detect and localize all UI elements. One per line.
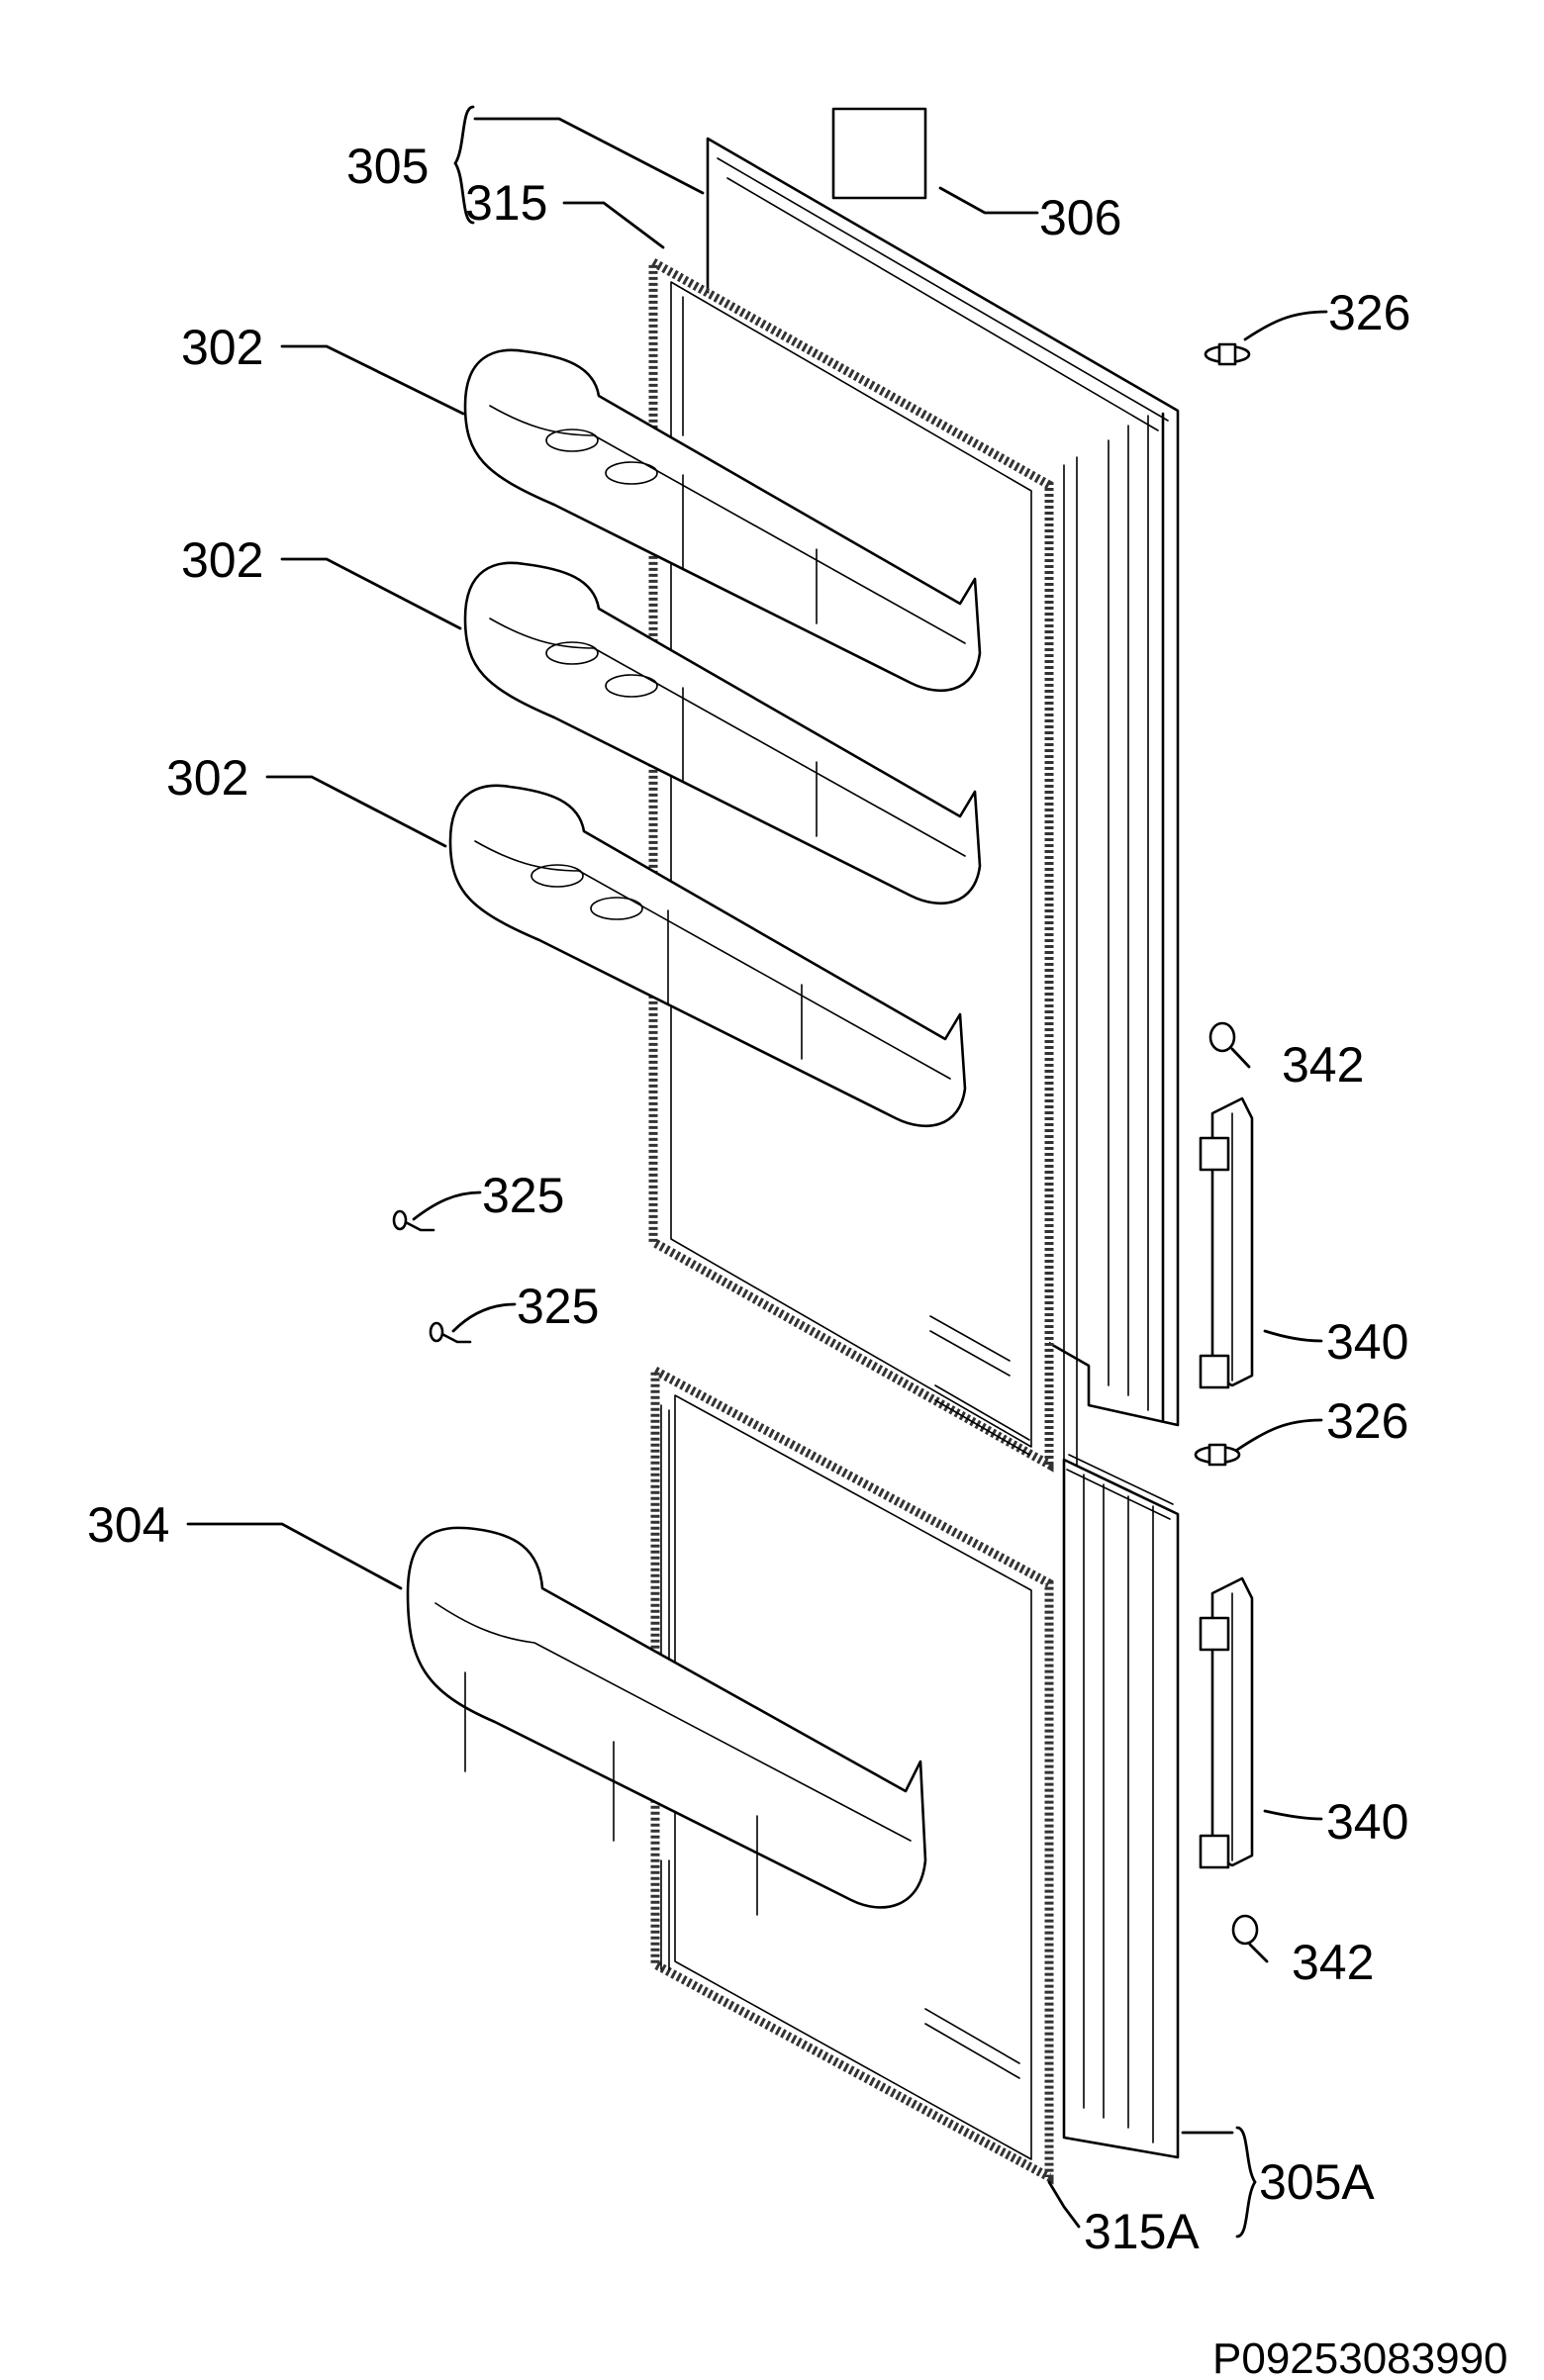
door-shelf-304 <box>406 1526 927 1916</box>
label-plate-306 <box>831 107 927 200</box>
hinge-bush-326-upper <box>1204 342 1251 366</box>
door-shelf-302-middle <box>463 561 982 905</box>
part-labels: 305 315 306 326 302 302 302 342 325 325 … <box>87 139 1508 2380</box>
label-306: 306 <box>1039 190 1121 245</box>
label-326-upper: 326 <box>1328 285 1410 340</box>
leader-lines <box>186 117 1328 2229</box>
label-302-bottom: 302 <box>166 750 248 806</box>
cap-342-lower <box>1231 1914 1259 1946</box>
label-325-lower: 325 <box>517 1279 599 1334</box>
label-340-upper: 340 <box>1326 1314 1408 1370</box>
document-id: P09253083990 <box>1212 2334 1508 2375</box>
door-shelf-302-bottom <box>448 784 967 1128</box>
label-315A: 315A <box>1084 2204 1200 2259</box>
upper-inner-panel <box>682 296 1030 1456</box>
label-340-lower: 340 <box>1326 1794 1408 1850</box>
handle-340-lower <box>1199 1576 1254 1869</box>
brace-305A <box>1235 2126 1257 2238</box>
label-305A: 305A <box>1259 2154 1375 2210</box>
hinge-bush-326-lower <box>1194 1443 1241 1467</box>
cap-342-upper <box>1208 1021 1236 1053</box>
handle-340-upper <box>1199 1096 1254 1389</box>
label-304: 304 <box>87 1497 169 1553</box>
label-302-top: 302 <box>181 320 263 375</box>
screw-325-lower <box>429 1321 472 1344</box>
brace-305 <box>453 105 475 225</box>
label-305: 305 <box>346 139 429 194</box>
lower-door-305A <box>1062 1454 1180 2159</box>
screw-325-upper <box>392 1209 435 1232</box>
label-315: 315 <box>465 175 547 231</box>
door-shelf-302-top <box>463 348 982 693</box>
label-342-lower: 342 <box>1292 1935 1374 1990</box>
label-342-upper: 342 <box>1282 1037 1364 1093</box>
label-302-middle: 302 <box>181 532 263 588</box>
label-325-upper: 325 <box>482 1168 564 1223</box>
label-326-lower: 326 <box>1326 1393 1408 1449</box>
